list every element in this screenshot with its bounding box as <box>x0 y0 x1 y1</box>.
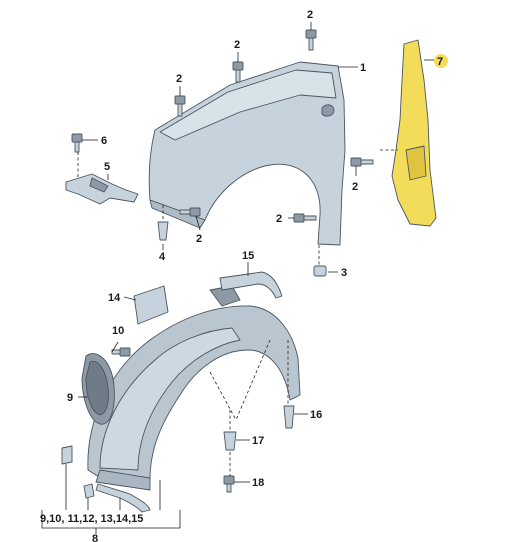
callout-3: 3 <box>341 267 347 279</box>
screw-18 <box>223 475 235 493</box>
callout-2e: 2 <box>276 213 282 225</box>
bolt-2d <box>350 157 374 167</box>
group-bracket <box>41 464 181 534</box>
callout-1: 1 <box>360 62 366 74</box>
highlight-marker <box>434 54 448 68</box>
callout-7: 7 <box>437 56 443 68</box>
callout-16: 16 <box>310 409 322 421</box>
fender-bracket-part <box>65 173 139 205</box>
trim-strip-part <box>219 271 283 299</box>
callout-2b: 2 <box>234 39 240 51</box>
screw-10 <box>111 347 131 357</box>
callout-4: 4 <box>159 251 166 263</box>
front-fender-part <box>148 61 346 246</box>
callout-15: 15 <box>242 250 254 262</box>
callout-2a: 2 <box>307 9 313 21</box>
callout-17: 17 <box>252 435 264 447</box>
sound-pad-part <box>133 285 169 325</box>
callout-5: 5 <box>104 161 110 173</box>
callout-18: 18 <box>252 477 264 489</box>
leader-lines <box>77 22 436 483</box>
bolt-2e <box>293 213 317 223</box>
bolt-2c <box>174 95 186 117</box>
lower-clip-parts <box>61 445 151 513</box>
callout-14: 14 <box>108 292 121 304</box>
callout-10: 10 <box>112 325 124 337</box>
screw-6 <box>71 133 83 153</box>
fender-support-bracket-highlighted <box>391 39 437 227</box>
clip-16 <box>283 405 295 429</box>
wheel-arch-liner-part <box>87 285 301 491</box>
clip-4 <box>157 221 169 241</box>
callout-9: 9 <box>67 392 73 404</box>
vent-grille-part <box>81 353 115 425</box>
callout-6: 6 <box>101 135 107 147</box>
bolt-2a <box>305 29 317 51</box>
bolt-2b <box>232 61 244 83</box>
bolt-2f <box>179 207 201 217</box>
callout-2d: 2 <box>352 181 358 193</box>
callout-8: 8 <box>92 533 98 542</box>
callout-group-9-15: 9,10, 11,12, 13,14,15 <box>40 513 143 525</box>
callout-2f: 2 <box>196 233 202 245</box>
nut-3 <box>313 265 327 277</box>
callout-2c: 2 <box>176 73 182 85</box>
clip-17 <box>223 431 237 451</box>
